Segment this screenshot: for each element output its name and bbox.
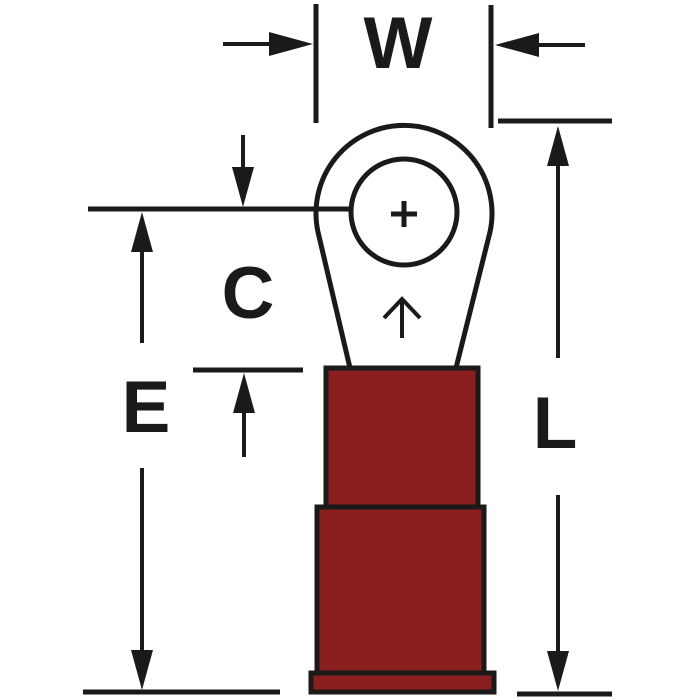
w-label: W <box>364 3 433 84</box>
c-label: C <box>222 253 275 334</box>
barrel-upper-sleeve <box>323 365 481 510</box>
dimension-w: W <box>223 3 585 128</box>
barrel-lower-sleeve <box>314 504 487 676</box>
dimension-e: E <box>83 212 280 695</box>
c-arrowhead-down-icon <box>232 167 254 207</box>
l-arrowhead-up-icon <box>547 126 569 166</box>
e-arrowhead-down-icon <box>131 650 153 690</box>
w-arrowhead-right-icon <box>495 33 539 57</box>
hole-center-mark-icon <box>391 201 417 227</box>
terminal-part <box>88 122 497 695</box>
w-arrowhead-left-icon <box>269 32 313 56</box>
barrel-flange <box>308 670 497 695</box>
e-arrowhead-up-icon <box>131 212 153 252</box>
up-arrow-icon <box>382 296 422 338</box>
l-arrowhead-down-icon <box>547 651 569 691</box>
dimension-l: L <box>498 118 612 697</box>
c-arrowhead-up-icon <box>233 373 255 413</box>
l-label: L <box>533 383 578 464</box>
e-label: E <box>122 367 171 448</box>
dimension-c: C <box>193 135 303 457</box>
